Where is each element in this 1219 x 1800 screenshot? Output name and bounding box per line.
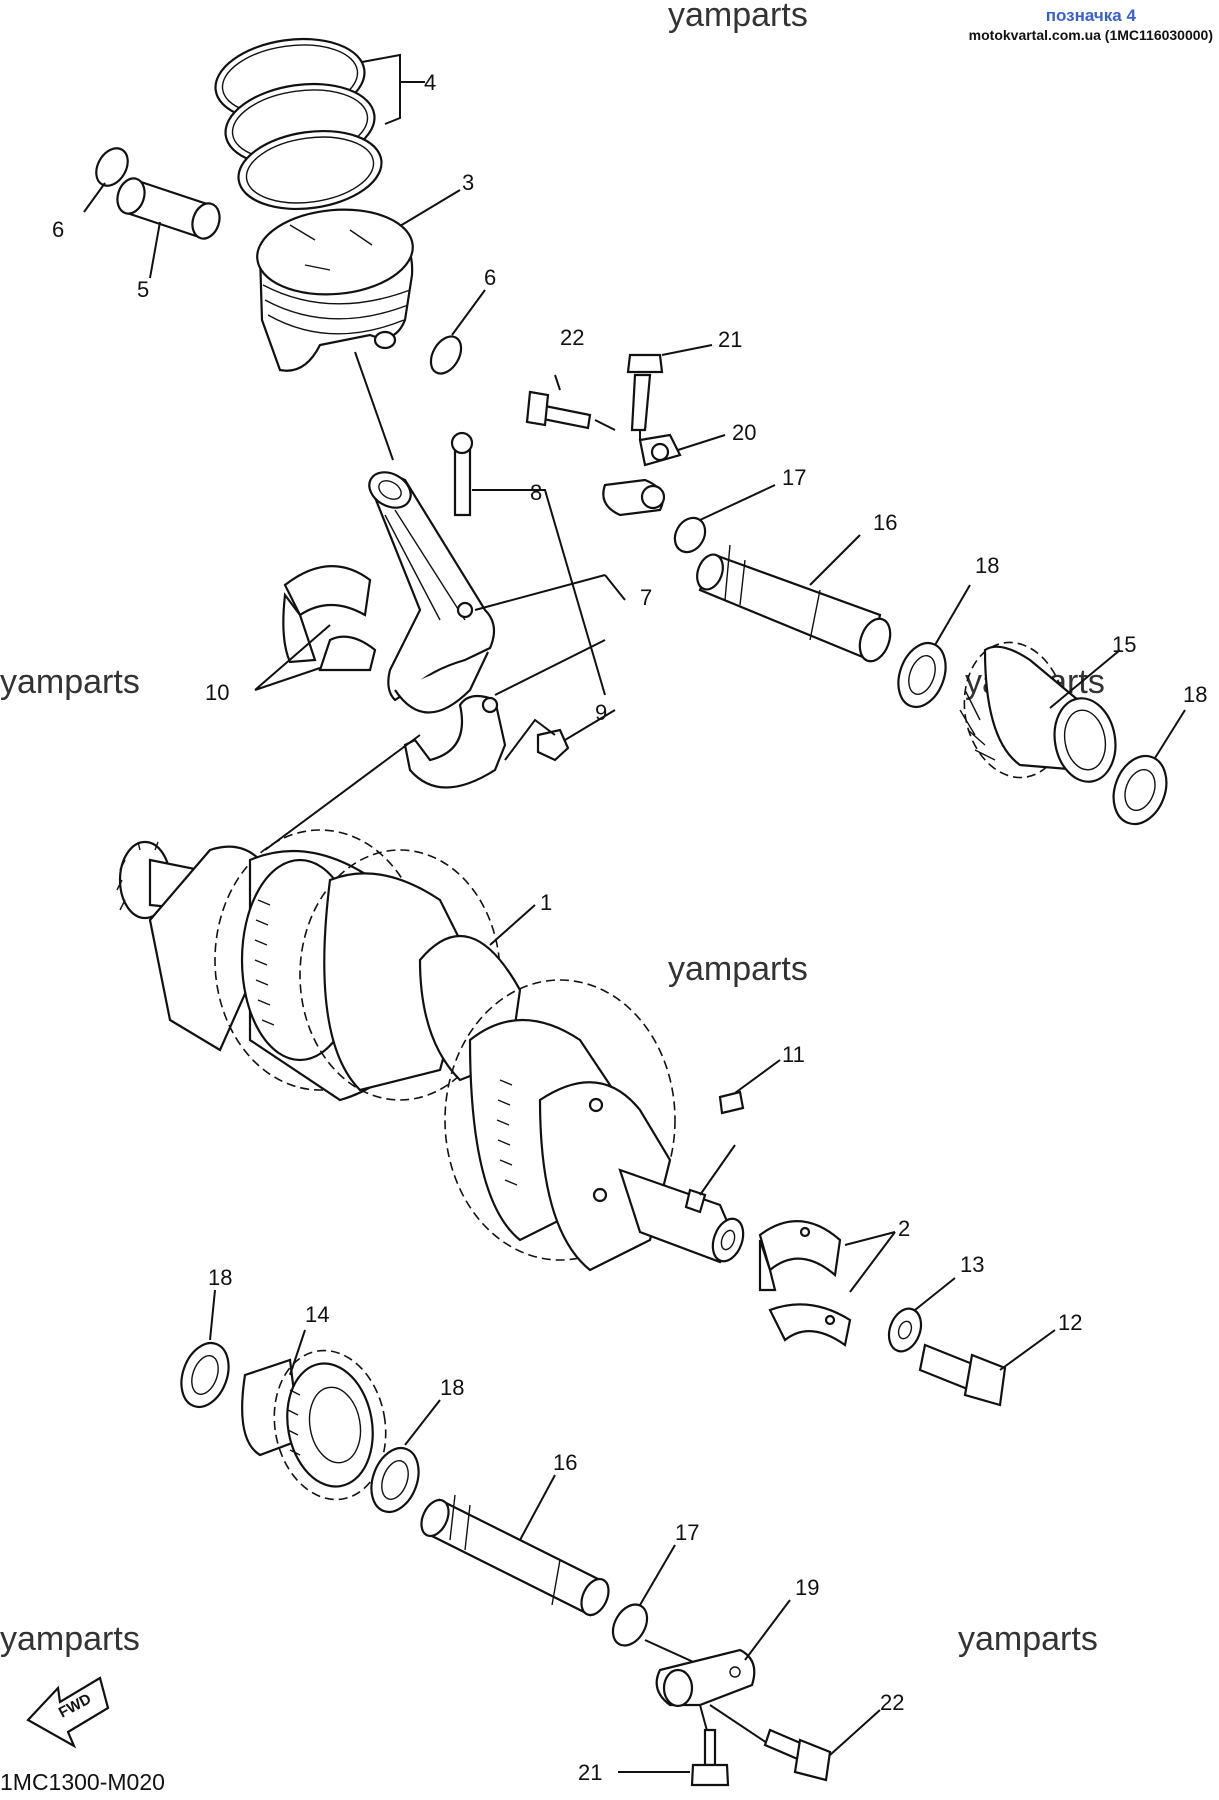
watermark: yamparts xyxy=(0,1620,140,1658)
callout-21: 21 xyxy=(718,327,742,352)
connecting-rod-cap xyxy=(403,694,507,789)
fwd-arrow-icon: FWD xyxy=(26,1676,110,1749)
watermark: yamparts xyxy=(0,663,140,701)
bearing-holder-19 xyxy=(655,1648,756,1708)
callout-18: 18 xyxy=(975,553,999,578)
crankshaft xyxy=(116,829,745,1272)
big-end-bearing xyxy=(282,565,377,672)
callout-8: 8 xyxy=(530,480,542,505)
bolt-22-upper xyxy=(525,390,592,430)
piston-rings xyxy=(214,37,383,211)
callout-15: 15 xyxy=(1112,632,1136,657)
oil-seal-lower xyxy=(180,1341,230,1409)
callout-13: 13 xyxy=(960,1252,984,1277)
callout-9: 9 xyxy=(595,700,607,725)
connecting-rod-nut xyxy=(536,728,570,762)
washer xyxy=(887,1307,923,1353)
callout-19: 19 xyxy=(795,1575,819,1600)
woodruff-key xyxy=(718,1090,745,1115)
oil-seal-upper xyxy=(897,641,947,709)
callout-3: 3 xyxy=(462,170,474,195)
callout-16: 16 xyxy=(553,1450,577,1475)
balancer-shaft-lower xyxy=(420,1494,610,1617)
callout-14: 14 xyxy=(305,1302,329,1327)
callout-16: 16 xyxy=(873,510,897,535)
piston-pin-clip xyxy=(429,335,463,375)
callout-6: 6 xyxy=(52,217,64,242)
main-bearing xyxy=(758,1220,852,1347)
bearing-holder-20 xyxy=(602,433,682,517)
watermark: yamparts xyxy=(668,950,808,988)
o-ring xyxy=(673,516,707,554)
callout-4: 4 xyxy=(424,70,436,95)
oil-seal-lower xyxy=(370,1446,420,1514)
header: позначка 4 motokvartal.com.ua (1MC116030… xyxy=(969,6,1213,44)
callout-21: 21 xyxy=(578,1760,602,1785)
bolt-21-lower xyxy=(690,1728,730,1787)
diagram-tag: позначка 4 xyxy=(1045,6,1136,25)
callout-10: 10 xyxy=(205,680,229,705)
callout-12: 12 xyxy=(1058,1310,1082,1335)
callout-22: 22 xyxy=(560,325,584,350)
callout-2: 2 xyxy=(898,1216,910,1241)
callout-17: 17 xyxy=(782,465,806,490)
oil-seal-upper xyxy=(1112,754,1168,826)
crank-bolt xyxy=(918,1343,1007,1407)
callout-18: 18 xyxy=(208,1265,232,1290)
piston-pin xyxy=(116,177,221,240)
diagram-code: 1MC1300-M020 xyxy=(0,1769,165,1795)
bolt-21-upper xyxy=(626,353,664,432)
callout-5: 5 xyxy=(137,277,149,302)
source-reference: motokvartal.com.ua (1MC116030000) xyxy=(968,27,1213,43)
watermark: yamparts xyxy=(668,0,808,34)
callout-11: 11 xyxy=(782,1042,805,1067)
callout-22: 22 xyxy=(880,1690,904,1715)
watermark: yamparts xyxy=(958,1620,1098,1658)
callout-7: 7 xyxy=(640,585,652,610)
o-ring xyxy=(611,1603,649,1647)
callout-17: 17 xyxy=(675,1520,699,1545)
piston xyxy=(256,208,414,372)
balancer-gear-upper xyxy=(959,641,1117,783)
callout-20: 20 xyxy=(732,420,756,445)
callout-1: 1 xyxy=(540,890,552,915)
callout-18: 18 xyxy=(440,1375,464,1400)
balancer-shaft-upper xyxy=(696,544,892,663)
piston-pin-clip xyxy=(95,147,129,187)
balancer-gear-lower xyxy=(241,1349,387,1501)
bolt-22-lower xyxy=(763,1728,832,1782)
callout-6: 6 xyxy=(484,265,496,290)
callout-18: 18 xyxy=(1183,682,1207,707)
connecting-rod xyxy=(368,431,496,714)
